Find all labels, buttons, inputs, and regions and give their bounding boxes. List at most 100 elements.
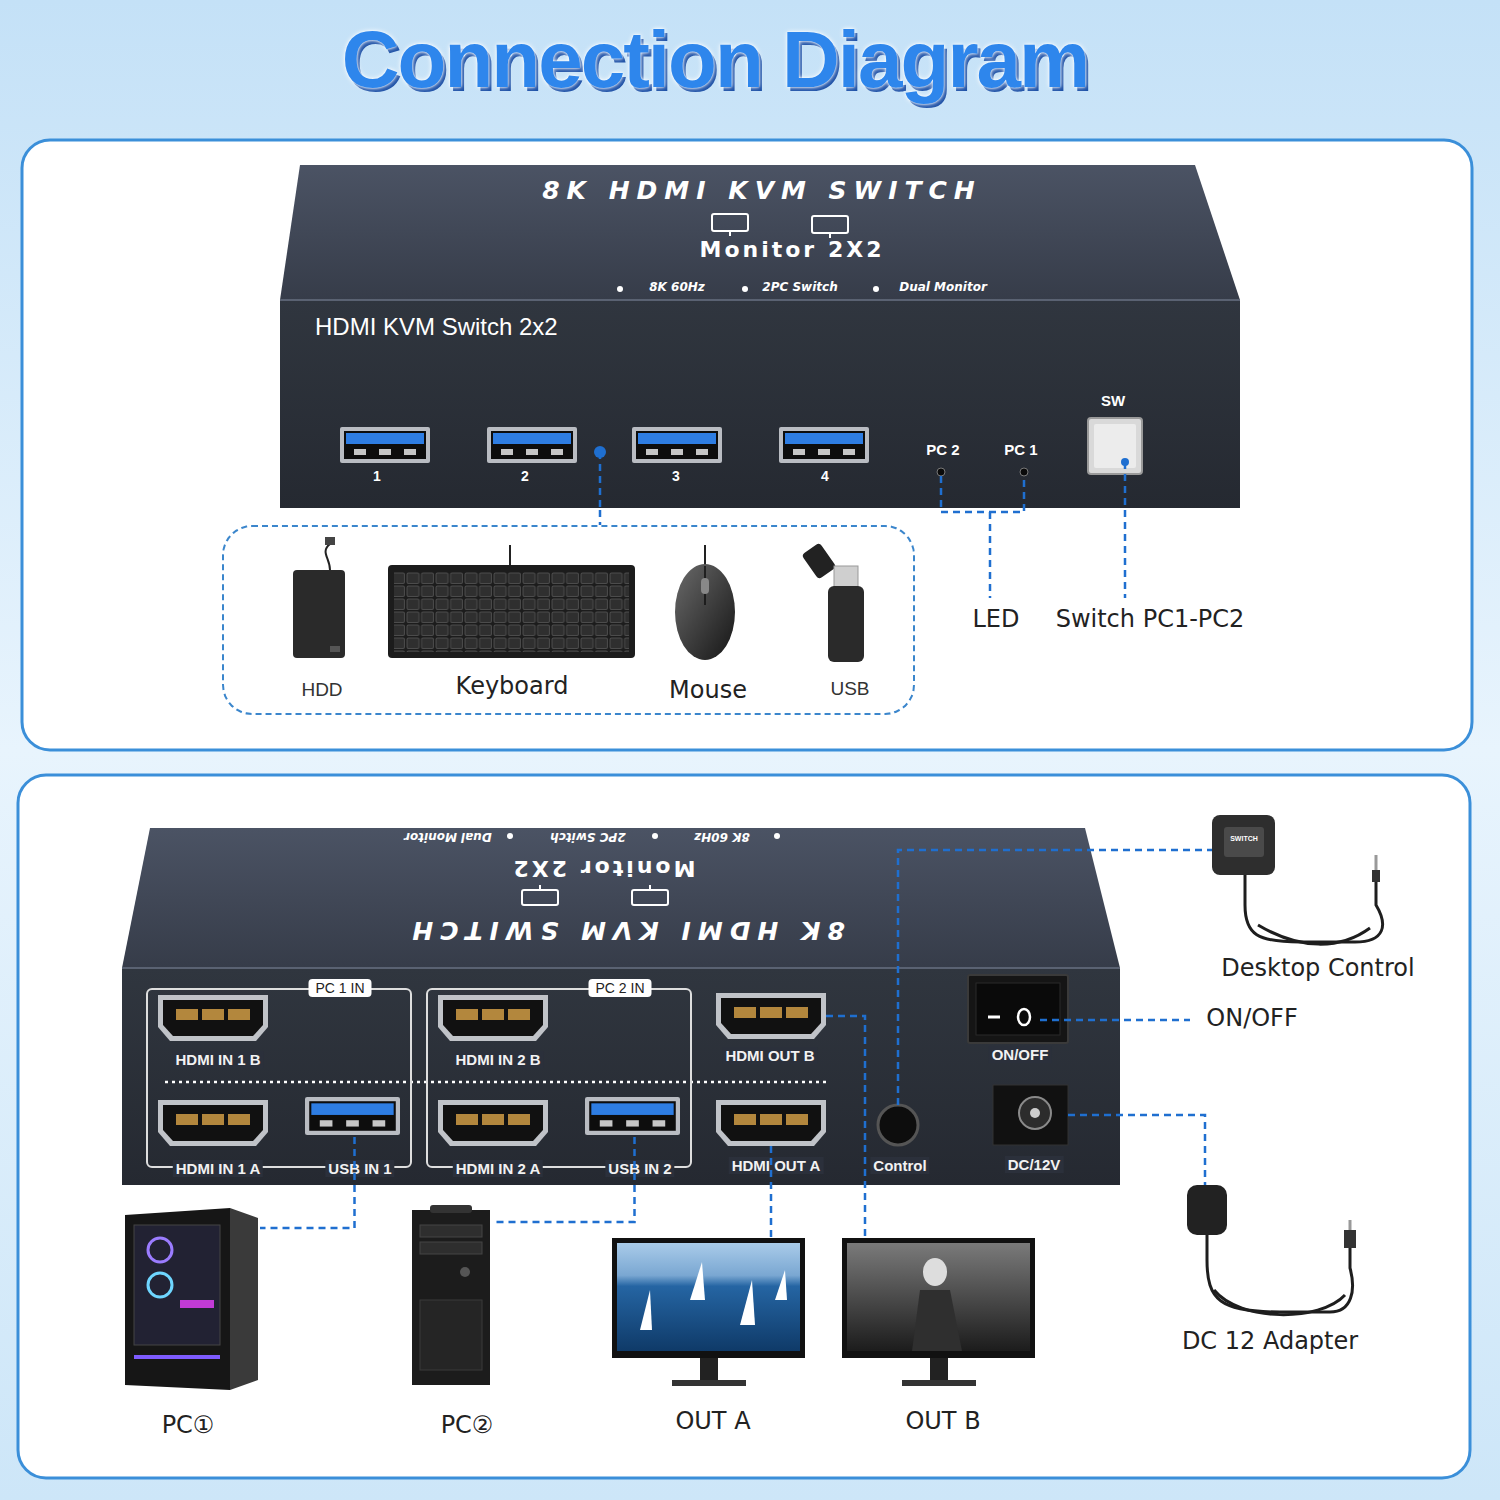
- adapter-plug: [1344, 1230, 1356, 1248]
- hdmi-port: [158, 1100, 268, 1146]
- port-label: HDMI IN 2 B: [452, 1051, 543, 1068]
- input-group: PC 1 INHDMI IN 1 BHDMI IN 1 AUSB IN 1: [146, 988, 412, 1168]
- device-rear-face: [122, 968, 1120, 1185]
- hdmi-port: HDMI IN 2 A: [440, 1102, 550, 1148]
- hdmi-port: [438, 995, 548, 1041]
- monitor-icon: [812, 216, 848, 233]
- hdd-icon: [330, 646, 340, 652]
- bullet-dot: [617, 286, 623, 292]
- led-leader: [941, 476, 1024, 598]
- adapter-cable: [1207, 1235, 1353, 1312]
- pc-handle: [430, 1205, 472, 1213]
- port-label: USB IN 1: [325, 1160, 394, 1177]
- group-label: PC 1 IN: [308, 979, 371, 997]
- button-label: SW: [1101, 392, 1125, 409]
- port-label: ON/OFF: [989, 1046, 1052, 1063]
- port-label: HDMI IN 1 B: [172, 1051, 263, 1068]
- pc-window: [134, 1225, 220, 1345]
- usb-port: [340, 427, 430, 463]
- device-title: 8K HDMI KVM SWITCH: [542, 177, 982, 206]
- dashed-connector: [260, 1137, 355, 1228]
- bullet-dot: [652, 833, 658, 839]
- kvm-front-panel: 8K HDMI KVM SWITCHMonitor 2X28K 60Hz2PC …: [280, 160, 1240, 510]
- mouse-wheel: [701, 578, 709, 594]
- sailboat: [690, 1262, 705, 1300]
- dashed-connector: [1068, 1115, 1205, 1185]
- device-label: PC①: [162, 1412, 215, 1440]
- leader-line: [599, 452, 602, 508]
- hdmi-port: [438, 1100, 548, 1146]
- led-indicator: [1020, 468, 1028, 476]
- callout-label: Switch PC1-PC2: [1056, 606, 1245, 634]
- hdmi-port: [716, 993, 826, 1039]
- device-label: OUT B: [905, 1408, 980, 1436]
- dashed-connector: [826, 1016, 865, 1238]
- group-label: PC 2 IN: [588, 979, 651, 997]
- game-figure: [912, 1290, 962, 1351]
- usb-port: [632, 427, 722, 463]
- hdmi-port: HDMI OUT A: [716, 1100, 826, 1146]
- desktop-control-button: [1224, 827, 1264, 857]
- kvm-rear-panel: 8K HDMI KVM SWITCHMonitor 2X28K 60Hz2PC …: [122, 828, 1120, 1185]
- device-edge: [280, 299, 1240, 301]
- peripheral-group: HDDKeyboardMouseUSB: [222, 525, 915, 715]
- feature-text: 2PC Switch: [762, 281, 837, 295]
- port-number: 4: [821, 468, 829, 484]
- separator-dots: [165, 1081, 830, 1084]
- adapter-tip: [1349, 1220, 1352, 1230]
- hdd-icon: [293, 570, 345, 658]
- device-label: DC 12 Adapter: [1182, 1328, 1358, 1356]
- device-top-face: [280, 165, 1240, 300]
- adapter-cable: [1214, 1290, 1345, 1315]
- dashed-connector: [898, 850, 1212, 1105]
- keyboard-icon: [388, 565, 635, 658]
- button-text: SWITCH: [1230, 835, 1258, 843]
- device-edge: [122, 967, 1120, 969]
- switch-leader: [1124, 462, 1127, 598]
- usb-port: [487, 427, 577, 463]
- feature-text: Dual Monitor: [899, 281, 987, 295]
- switch-button-face: [1094, 424, 1136, 468]
- monitor-stand: [930, 1358, 948, 1380]
- usb-stick-plug: [834, 566, 858, 588]
- port-label: HDMI OUT B: [722, 1047, 817, 1064]
- bullet-dot: [774, 833, 780, 839]
- pc-rgb: [180, 1300, 214, 1308]
- diagram-title: Connection Diagram: [342, 14, 1088, 106]
- pc-fan: [148, 1273, 172, 1297]
- bullet-dot: [873, 286, 879, 292]
- hdd-cable: [326, 544, 330, 570]
- monitor-stand: [700, 1358, 718, 1380]
- desktop-control-body: [1212, 815, 1275, 875]
- port-label: HDMI IN 2 A: [453, 1160, 543, 1177]
- hdmi-port: [158, 995, 268, 1041]
- bullet-dot: [742, 286, 748, 292]
- usb-stick-icon: [828, 586, 864, 662]
- usb-port: USB IN 1: [307, 1099, 402, 1137]
- hdmi-port: HDMI IN 1 B: [160, 997, 270, 1043]
- pc-power: [460, 1267, 470, 1277]
- pc-rgb: [134, 1355, 220, 1359]
- device-label: Keyboard: [456, 673, 569, 701]
- pc-fan: [148, 1238, 172, 1262]
- pc-tower: [412, 1210, 490, 1385]
- device-title: 8K HDMI KVM SWITCH: [405, 915, 845, 944]
- device-label: OUT A: [675, 1408, 750, 1436]
- device-label: USB: [830, 678, 869, 700]
- control-port: Control: [878, 1105, 918, 1145]
- mouse-icon: [675, 564, 735, 660]
- dc-jack-body: [993, 1085, 1068, 1145]
- switch-button: [1088, 418, 1142, 474]
- monitor-icon: [729, 231, 731, 236]
- monitor-icon: [632, 890, 668, 905]
- device-top-face: [122, 828, 1120, 968]
- desktop-control: Desktop Control: [1212, 815, 1278, 877]
- sailboat: [640, 1290, 652, 1330]
- monitor-icon: OUT A: [612, 1238, 805, 1388]
- power-leader: [1040, 1019, 1190, 1022]
- dc-jack: [1019, 1097, 1051, 1129]
- hdmi-port: HDMI OUT B: [716, 993, 826, 1039]
